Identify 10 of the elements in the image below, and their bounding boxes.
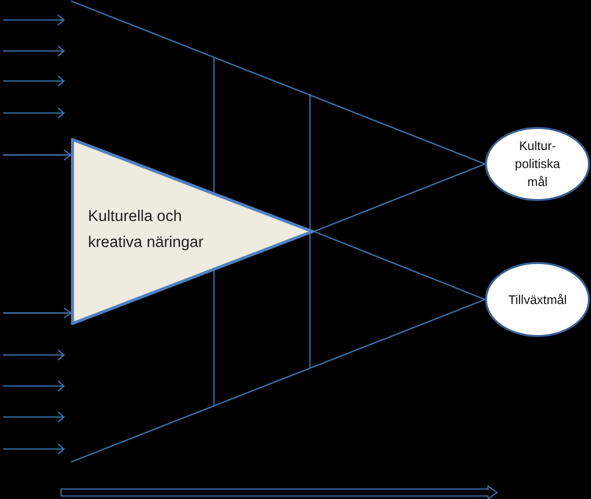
connector-line [70,0,486,165]
connector-line [314,163,486,232]
arrow [3,307,72,319]
triangle-shape [71,138,314,325]
arrow [3,149,72,161]
node-label: Tillväxtmål [508,292,567,308]
connector-line [70,298,486,463]
node-label: Kulturella och kreativa näringar [88,207,204,253]
node-label: Kultur-politiska mål [514,138,562,191]
connector-line [314,230,486,300]
